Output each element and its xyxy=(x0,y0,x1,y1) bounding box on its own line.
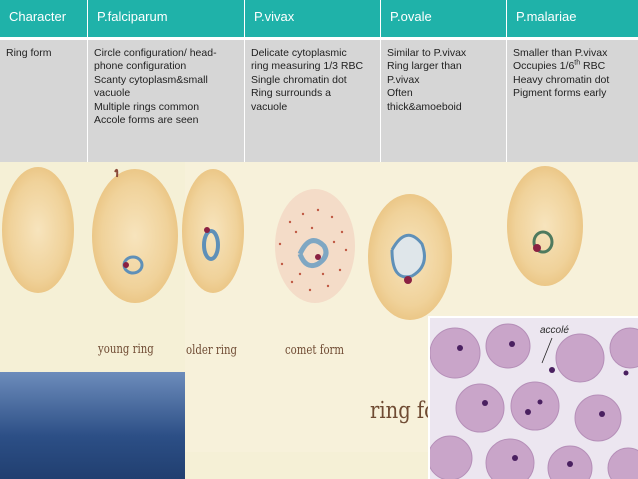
caption-older-ring: older ring xyxy=(186,343,238,358)
comet-chromatin xyxy=(315,254,321,260)
accole-label: accolé xyxy=(540,325,569,336)
cell-falciparum-ring: Circle configuration/ head- phone config… xyxy=(88,37,245,162)
cell-line: vacuole xyxy=(251,100,288,113)
rbc-young-ring xyxy=(92,169,178,303)
cell-malariae-ring: Smaller than P.vivax Occupies 1/6th RBC … xyxy=(507,37,638,162)
cell-line: ring measuring 1/3 RBC xyxy=(251,60,364,73)
rbc-comet-form xyxy=(275,189,355,303)
cell-line: Heavy chromatin dot xyxy=(513,73,610,86)
cell-ovale-ring: Similar to P.vivax Ring larger than P.vi… xyxy=(381,37,507,162)
cell-line: Often xyxy=(387,87,413,100)
comet-parasite xyxy=(297,238,329,269)
rbc-plain xyxy=(2,167,74,293)
header-ovale: P.ovale xyxy=(381,0,507,37)
cell-line-occupies: Occupies 1/6th RBC xyxy=(513,60,634,73)
cell-line: Delicate cytoplasmic xyxy=(251,47,347,59)
comparison-table: Character P.falciparum P.vivax P.ovale P… xyxy=(0,0,638,162)
cell-line: Accole forms are seen xyxy=(94,114,199,127)
cell-line: Smaller than P.vivax xyxy=(513,47,608,59)
cell-line: Ring larger than xyxy=(387,60,462,73)
slide-background-corner xyxy=(0,372,185,479)
header-vivax: P.vivax xyxy=(245,0,381,37)
cell-line: phone configuration xyxy=(94,60,187,73)
cell-line: Ring surrounds a xyxy=(251,87,331,100)
blood-smear-micrograph: accolé xyxy=(428,316,638,479)
occupies-text: Occupies 1/6 xyxy=(513,60,575,73)
cell-line: P.vivax xyxy=(387,73,420,86)
ring-form-illustration: young ring older ring comet form ring fo… xyxy=(0,162,638,479)
cell-line: vacuole xyxy=(94,87,131,100)
older-ring-parasite xyxy=(202,229,220,261)
cell-line: Circle configuration/ head- xyxy=(94,47,217,59)
cell-line: thick&amoeboid xyxy=(387,100,462,113)
caption-young-ring: young ring xyxy=(98,342,154,357)
smear-cells xyxy=(430,323,638,479)
malariae-chromatin xyxy=(533,244,541,252)
cell-line: Multiple rings common xyxy=(94,100,200,113)
ovale-chromatin xyxy=(404,276,412,284)
cell-line: Single chromatin dot xyxy=(251,73,347,86)
header-malariae: P.malariae xyxy=(507,0,638,37)
cell-line: Similar to P.vivax xyxy=(387,47,467,59)
caption-comet-form: comet form xyxy=(285,343,345,358)
header-character: Character xyxy=(0,0,88,37)
malariae-parasite xyxy=(532,230,554,254)
row-label-ring-form: Ring form xyxy=(0,37,88,162)
cell-vivax-ring: Delicate cytoplasmic ring measuring 1/3 … xyxy=(245,37,381,162)
occupies-superscript: th xyxy=(574,59,581,67)
rbc-malariae xyxy=(507,166,583,286)
rbc-drawings xyxy=(2,166,583,320)
occupies-unit: RBC xyxy=(580,60,606,73)
cell-line: Scanty cytoplasm&small xyxy=(94,73,208,86)
older-ring-chromatin xyxy=(204,227,210,233)
row-label-text: Ring form xyxy=(6,47,52,59)
header-falciparum: P.falciparum xyxy=(88,0,245,37)
ovale-parasite xyxy=(390,233,426,279)
young-ring-chromatin xyxy=(123,262,129,268)
comet-stippling xyxy=(278,208,348,292)
cell-line: Pigment forms early xyxy=(513,87,607,100)
